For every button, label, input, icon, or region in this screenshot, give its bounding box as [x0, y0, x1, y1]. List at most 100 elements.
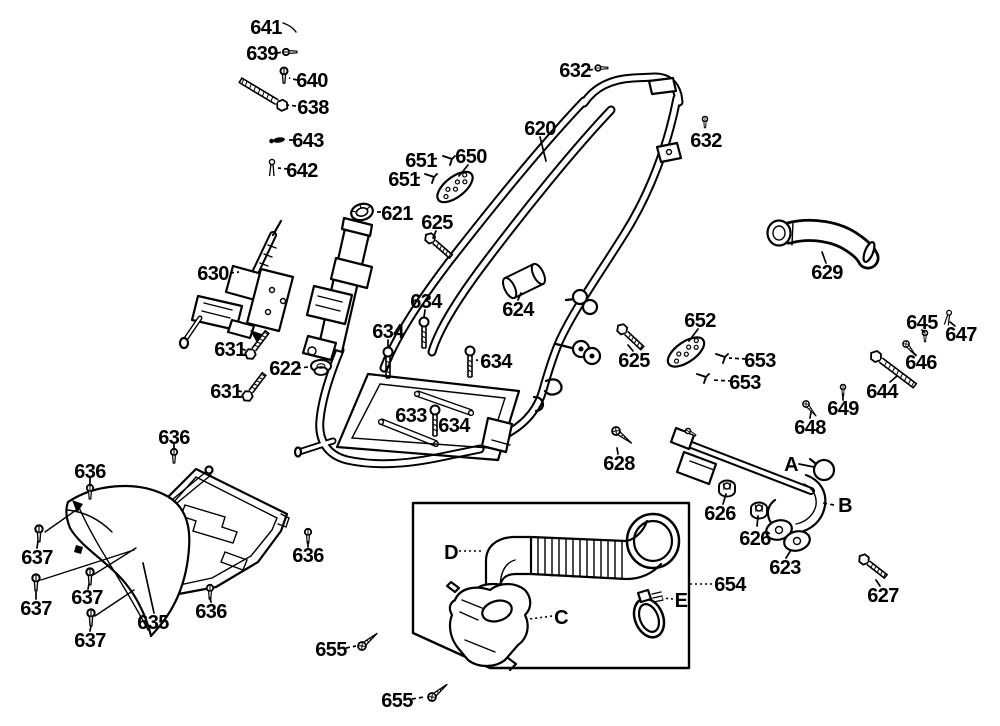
screw-637-c: [85, 567, 95, 586]
part-label-638: 638: [297, 97, 329, 119]
clip-653-b: [696, 373, 710, 384]
nut-626-b: [750, 501, 768, 520]
frame-body: [293, 72, 684, 469]
callout-b: B: [838, 495, 852, 517]
screw-637-b: [31, 573, 41, 592]
plate-652: [661, 330, 711, 374]
bolt-638: [237, 75, 291, 114]
part-label-623: 623: [769, 557, 801, 579]
bolt-625-a: [422, 230, 455, 261]
screw-655-b: [425, 680, 451, 704]
part-label-626-a: 626: [704, 503, 736, 525]
part-label-626-b: 626: [739, 528, 771, 550]
clip-651-a: [442, 155, 456, 166]
nut-626-a: [718, 479, 736, 498]
screw-637-a: [34, 524, 44, 543]
bolt-634-a: [418, 316, 430, 349]
part-label-637-b: 637: [20, 598, 52, 620]
part-label-631-a: 631: [214, 339, 246, 361]
part-label-655-a: 655: [315, 639, 347, 661]
callout-d: D: [444, 542, 458, 564]
part-label-625-a: 625: [421, 212, 453, 234]
inset-box-654: [411, 501, 691, 672]
part-label-647: 647: [945, 324, 977, 346]
part-label-649: 649: [827, 398, 859, 420]
screw-632-b: [701, 115, 709, 129]
part-label-648: 648: [794, 417, 826, 439]
part-label-639: 639: [246, 43, 278, 65]
screw-632-a: [594, 64, 609, 72]
part-label-651-a: 651: [405, 150, 437, 172]
steering-head-tube: [301, 216, 374, 362]
part-label-642: 642: [286, 160, 318, 182]
part-label-651-b: 651: [388, 169, 420, 191]
part-label-634-d: 634: [438, 415, 471, 437]
part-label-628: 628: [603, 453, 635, 475]
floor-crossbar: [377, 390, 475, 448]
part-label-632-a: 632: [559, 60, 591, 82]
part-label-643: 643: [292, 130, 324, 152]
screw-637-d: [86, 608, 96, 627]
screw-636-a: [169, 447, 179, 464]
screw-655-a: [355, 629, 381, 653]
leader-lines: [35, 51, 956, 700]
part-labels: 641 639 640 638 643 642 632 620 632 651 …: [20, 17, 978, 712]
part-label-637-a: 637: [21, 547, 53, 569]
part-label-630: 630: [197, 263, 229, 285]
part-label-634-c: 634: [480, 351, 513, 373]
plate-650: [431, 165, 479, 209]
part-label-632-b: 632: [690, 130, 722, 152]
part-label-624: 624: [502, 299, 535, 321]
part-label-652: 652: [684, 310, 716, 332]
part-label-634-a: 634: [410, 291, 443, 313]
part-label-637-c: 637: [71, 587, 103, 609]
part-label-645: 645: [906, 312, 938, 334]
screw-636-d: [205, 583, 215, 600]
part-label-636-c: 636: [292, 545, 324, 567]
part-label-636-d: 636: [195, 601, 227, 623]
part-label-622: 622: [269, 358, 301, 380]
part-label-653-a: 653: [744, 350, 776, 372]
part-label-641: 641: [250, 17, 282, 39]
screw-639: [281, 47, 298, 57]
bolt-640: [279, 66, 289, 85]
part-label-620: 620: [524, 118, 556, 140]
hose-clamp-e: [632, 588, 666, 639]
part-label-636-b: 636: [74, 461, 106, 483]
part-label-631-b: 631: [210, 381, 242, 403]
bolt-631-b: [239, 370, 269, 405]
fasteners: [31, 22, 953, 704]
part-label-654: 654: [714, 574, 747, 596]
bolt-634-c: [464, 345, 476, 378]
part-label-644: 644: [866, 381, 899, 403]
collar-624: [502, 262, 546, 300]
part-label-636-a: 636: [158, 427, 190, 449]
rear-duct-pipe: [766, 218, 880, 270]
ball-stud-a: [812, 458, 836, 482]
clip-653-a: [715, 353, 729, 364]
duct-cover-c: [445, 580, 532, 672]
part-label-633: 633: [395, 405, 427, 427]
clip-651-b: [424, 173, 438, 184]
hook-641: [282, 22, 297, 33]
bracket-630: [178, 219, 295, 350]
bolt-627: [855, 551, 890, 581]
part-label-646: 646: [905, 352, 937, 374]
part-label-653-b: 653: [729, 372, 761, 394]
front-cover-panel: [65, 484, 191, 638]
part-label-640: 640: [296, 70, 328, 92]
part-label-650: 650: [455, 146, 487, 168]
part-label-655-b: 655: [381, 690, 413, 712]
part-label-621: 621: [381, 203, 413, 225]
part-label-637-d: 637: [74, 630, 106, 652]
part-label-635: 635: [137, 612, 169, 634]
callout-a: A: [784, 454, 798, 476]
part-label-627: 627: [867, 585, 899, 607]
callout-e: E: [675, 590, 688, 612]
part-label-629: 629: [811, 262, 843, 284]
callout-c: C: [554, 607, 568, 629]
pin-643: [268, 136, 286, 144]
engine-hanger-bracket: [669, 426, 836, 552]
